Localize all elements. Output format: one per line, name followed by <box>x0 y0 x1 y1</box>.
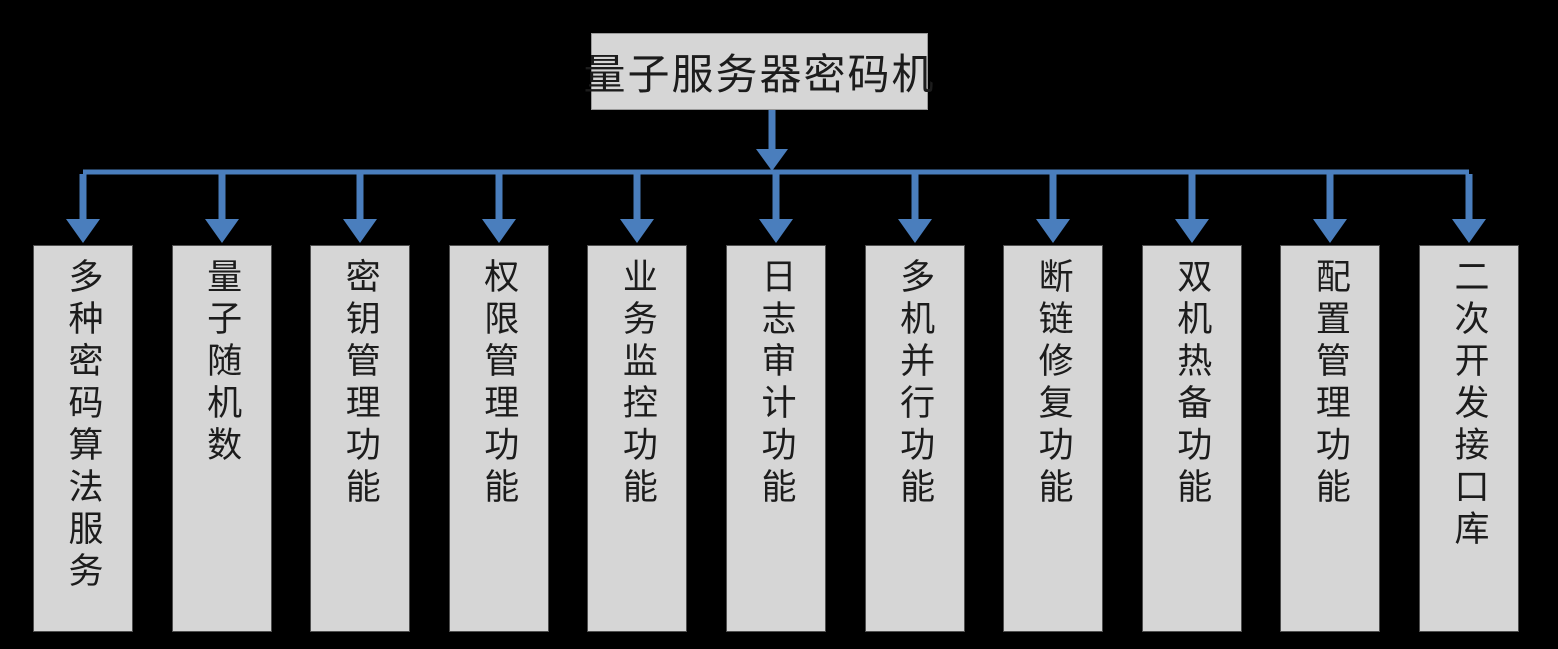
root-node-label: 量子服务器密码机 <box>583 53 936 99</box>
connector-arrow-shaft-icon <box>79 174 87 221</box>
connector-arrow-shaft-icon <box>772 174 780 221</box>
connector-arrow-head-icon <box>759 219 793 243</box>
child-node: 量子随机数 <box>171 245 272 632</box>
connector-arrow-head-icon <box>620 219 654 243</box>
child-node-label: 权限管理功能 <box>479 258 519 510</box>
child-node-label: 双机热备功能 <box>1172 258 1212 510</box>
child-node: 日志审计功能 <box>725 245 826 632</box>
connector-arrow-shaft-icon <box>1188 174 1196 221</box>
connector-arrow-head-icon <box>1175 219 1209 243</box>
connector-arrow-shaft-icon <box>1465 174 1473 221</box>
connector-arrow-head-icon <box>1036 219 1070 243</box>
child-node-label: 业务监控功能 <box>617 258 657 510</box>
connector-arrow-head-icon <box>1313 219 1347 243</box>
child-node: 多机并行功能 <box>864 245 965 632</box>
child-node-label: 量子随机数 <box>202 258 242 468</box>
connector-arrow-shaft-icon <box>1049 174 1057 221</box>
connector-arrow-head-icon <box>66 219 100 243</box>
root-arrow-head-icon <box>756 149 788 171</box>
child-node: 业务监控功能 <box>587 245 688 632</box>
children-row: 多种密码算法服务 量子随机数 密钥管理功能 权限管理功能 业务监控功能 日志审计… <box>33 245 1519 632</box>
child-node-label: 日志审计功能 <box>756 258 796 510</box>
root-node: 量子服务器密码机 <box>584 33 934 110</box>
child-node-label: 断链修复功能 <box>1033 258 1073 510</box>
connector-arrow-head-icon <box>205 219 239 243</box>
connector-line <box>83 169 1469 175</box>
child-node: 配置管理功能 <box>1280 245 1381 632</box>
connector-arrow-shaft-icon <box>218 174 226 221</box>
connector-arrow-shaft-icon <box>633 174 641 221</box>
connector-arrow-head-icon <box>1452 219 1486 243</box>
connector-arrow-shaft-icon <box>495 174 503 221</box>
root-arrow-shaft-icon <box>768 110 776 151</box>
child-node-label: 密钥管理功能 <box>340 258 380 510</box>
child-node: 密钥管理功能 <box>310 245 411 632</box>
connector-arrow-shaft-icon <box>356 174 364 221</box>
child-node-label: 多机并行功能 <box>895 258 935 510</box>
child-node-label: 多种密码算法服务 <box>63 258 103 594</box>
child-node: 权限管理功能 <box>448 245 549 632</box>
connector-arrow-shaft-icon <box>911 174 919 221</box>
child-node: 二次开发接口库 <box>1418 245 1519 632</box>
connector-arrow-head-icon <box>898 219 932 243</box>
connector-arrow-head-icon <box>343 219 377 243</box>
child-node-label: 配置管理功能 <box>1310 258 1350 510</box>
child-node-label: 二次开发接口库 <box>1449 258 1489 552</box>
connector-arrow-head-icon <box>482 219 516 243</box>
child-node: 多种密码算法服务 <box>33 245 133 632</box>
connector-arrow-shaft-icon <box>1326 174 1334 221</box>
child-node: 双机热备功能 <box>1141 245 1242 632</box>
child-node: 断链修复功能 <box>1003 245 1104 632</box>
